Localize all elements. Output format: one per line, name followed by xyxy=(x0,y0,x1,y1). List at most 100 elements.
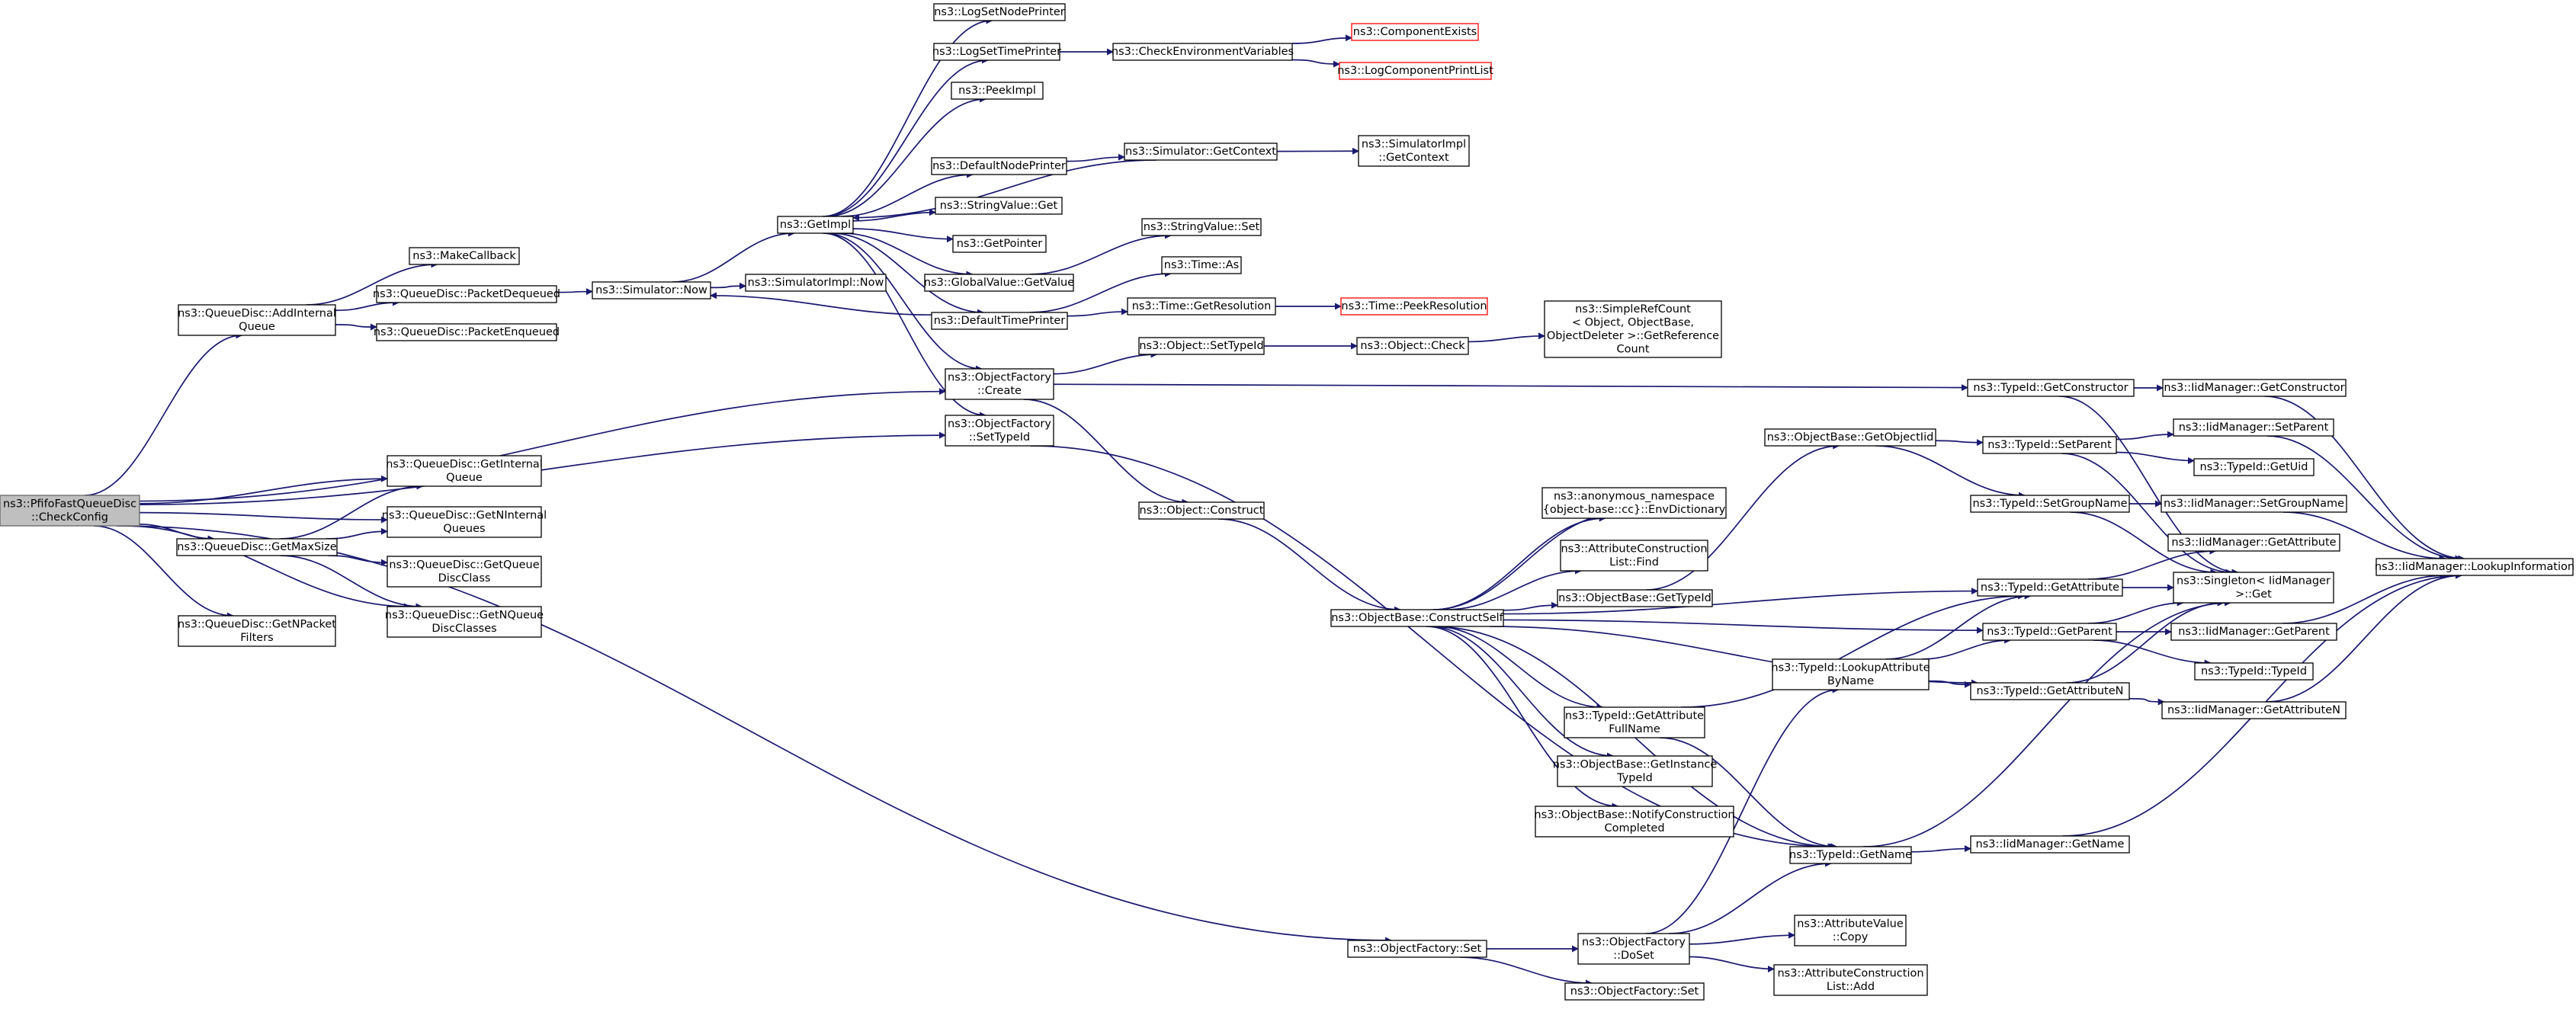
node-label: ByName xyxy=(1827,675,1874,687)
node-logSetNodePrinter[interactable]: ns3::LogSetNodePrinter xyxy=(933,3,1066,21)
node-iidSetGroupName[interactable]: ns3::IidManager::SetGroupName xyxy=(2161,495,2347,513)
call-edge-obConstructSelf-to-getAttrFullName xyxy=(1434,626,1604,711)
node-root[interactable]: ns3::PfifoFastQueueDisc::CheckConfig xyxy=(0,495,140,527)
node-typeIdGetParent[interactable]: ns3::TypeId::GetParent xyxy=(1982,623,2117,641)
node-ofSetTypeId[interactable]: ns3::ObjectFactory::SetTypeId xyxy=(945,415,1054,447)
node-box xyxy=(1124,143,1278,161)
node-stringValueGet[interactable]: ns3::StringValue::Get xyxy=(935,197,1063,215)
node-getMaxSize[interactable]: ns3::QueueDisc::GetMaxSize xyxy=(176,538,338,556)
node-label: ns3::ObjectFactory::Set xyxy=(1353,943,1482,955)
node-attrValueCopy[interactable]: ns3::AttributeValue::Copy xyxy=(1794,915,1907,947)
node-typeIdGetName[interactable]: ns3::TypeId::GetName xyxy=(1789,846,1912,864)
node-label: DiscClass xyxy=(438,572,491,585)
node-iidGetName[interactable]: ns3::IidManager::GetName xyxy=(1970,835,2130,854)
call-edge-typeIdGetParent-to-singletonGet xyxy=(2088,599,2184,624)
node-getPointer[interactable]: ns3::GetPointer xyxy=(952,235,1047,253)
call-edge-lookupAttrByName-to-typeIdGetAttributeN xyxy=(1928,680,1971,688)
node-timeGetResolution[interactable]: ns3::Time::GetResolution xyxy=(1127,297,1276,316)
node-logSetTimePrinter[interactable]: ns3::LogSetTimePrinter xyxy=(932,43,1061,61)
node-box xyxy=(1773,964,1928,996)
node-obGetTypeId[interactable]: ns3::ObjectBase::GetTypeId xyxy=(1557,589,1713,607)
call-edge-checkEnv-to-logComponentPrintList xyxy=(1291,59,1340,68)
node-box xyxy=(1330,609,1504,627)
node-label: List::Add xyxy=(1827,981,1875,993)
node-simNow[interactable]: ns3::Simulator::Now xyxy=(592,281,711,299)
node-box xyxy=(1557,755,1713,787)
node-iidGetAttributeN[interactable]: ns3::IidManager::GetAttributeN xyxy=(2161,701,2347,719)
call-edge-getImpl-to-globalValueGetValue xyxy=(842,232,974,278)
node-objectSetTypeId[interactable]: ns3::Object::SetTypeId xyxy=(1138,337,1265,355)
node-iidGetParent[interactable]: ns3::IidManager::GetParent xyxy=(2170,623,2337,641)
node-checkEnv[interactable]: ns3::CheckEnvironmentVariables xyxy=(1112,43,1294,61)
node-singletonGet[interactable]: ns3::Singleton< IidManager>::Get xyxy=(2173,572,2334,604)
node-stringValueSet[interactable]: ns3::StringValue::Set xyxy=(1141,218,1262,236)
node-objectConstruct[interactable]: ns3::Object::Construct xyxy=(1138,501,1265,520)
node-timeAs[interactable]: ns3::Time::As xyxy=(1161,256,1242,274)
call-edge-ofCreate-to-objectSetTypeId xyxy=(1053,351,1158,375)
node-typeIdTypeId[interactable]: ns3::TypeId::TypeId xyxy=(2194,662,2314,681)
node-ofSet2[interactable]: ns3::ObjectFactory::Set xyxy=(1564,982,1705,1001)
node-ofDoSet[interactable]: ns3::ObjectFactory::DoSet xyxy=(1577,933,1690,965)
node-box xyxy=(1560,540,1708,572)
node-simGetContext[interactable]: ns3::Simulator::GetContext xyxy=(1124,143,1278,161)
node-packetEnqueued[interactable]: ns3::QueueDisc::PacketEnqueued xyxy=(374,323,560,341)
node-label: ns3::ObjectFactory::Set xyxy=(1570,985,1699,998)
call-edge-objectConstruct-to-obConstructSelf xyxy=(1218,518,1401,613)
node-simImplNow[interactable]: ns3::SimulatorImpl::Now xyxy=(745,274,887,292)
call-edge-obConstructSelf-to-acListFind xyxy=(1446,567,1583,610)
node-simpleRefCount[interactable]: ns3::SimpleRefCount< Object, ObjectBase,… xyxy=(1544,300,1722,358)
node-typeIdGetUid[interactable]: ns3::TypeId::GetUid xyxy=(2193,458,2315,476)
node-label: ns3::DefaultTimePrinter xyxy=(934,315,1065,327)
call-edge-typeIdSetParent-to-singletonGet xyxy=(2061,453,2233,576)
node-box xyxy=(933,43,1060,61)
call-edge-typeIdGetName-to-iidGetName xyxy=(1910,845,1971,853)
node-envDictionary[interactable]: ns3::anonymous_namespace{object-base::cc… xyxy=(1541,487,1727,519)
node-iidSetParent[interactable]: ns3::IidManager::SetParent xyxy=(2173,418,2334,437)
node-typeIdGetAttributeN[interactable]: ns3::TypeId::GetAttributeN xyxy=(1970,682,2130,700)
node-label: ns3::Simulator::Now xyxy=(595,284,707,296)
node-ofCreate[interactable]: ns3::ObjectFactory::Create xyxy=(945,368,1054,400)
node-makeCallback[interactable]: ns3::MakeCallback xyxy=(409,247,520,265)
node-label: ns3::IidManager::GetName xyxy=(1976,838,2125,850)
node-iidLookupInformation[interactable]: ns3::IidManager::LookupInformation xyxy=(2375,558,2574,576)
node-packetDequeued[interactable]: ns3::QueueDisc::PacketDequeued xyxy=(373,285,560,303)
node-box xyxy=(1794,915,1907,947)
node-defaultNodePrinter[interactable]: ns3::DefaultNodePrinter xyxy=(931,157,1067,175)
node-logComponentPrintList[interactable]: ns3::LogComponentPrintList xyxy=(1337,62,1493,80)
node-label: ns3::ObjectFactory xyxy=(948,371,1051,383)
node-componentExists[interactable]: ns3::ComponentExists xyxy=(1351,23,1479,41)
node-label: ns3::SimulatorImpl::Now xyxy=(748,277,884,289)
node-peekImpl[interactable]: ns3::PeekImpl xyxy=(951,82,1044,100)
node-ofSet[interactable]: ns3::ObjectFactory::Set xyxy=(1347,940,1487,958)
node-getImpl[interactable]: ns3::GetImpl xyxy=(777,216,854,234)
node-box xyxy=(1564,982,1705,1001)
node-defaultTimePrinter[interactable]: ns3::DefaultTimePrinter xyxy=(931,312,1068,330)
call-edge-simGetContext-to-getImpl xyxy=(852,159,1157,222)
node-iidGetAttribute[interactable]: ns3::IidManager::GetAttribute xyxy=(2167,533,2340,552)
node-typeIdSetGroupName[interactable]: ns3::TypeId::SetGroupName xyxy=(1970,495,2130,513)
node-simImplGetContext[interactable]: ns3::SimulatorImpl::GetContext xyxy=(1358,135,1470,167)
node-obGetObjectIid[interactable]: ns3::ObjectBase::GetObjectIid xyxy=(1764,428,1936,447)
node-iidGetConstructor[interactable]: ns3::IidManager::GetConstructor xyxy=(2162,379,2347,397)
node-obConstructSelf[interactable]: ns3::ObjectBase::ConstructSelf xyxy=(1330,609,1504,627)
node-typeIdGetAttribute[interactable]: ns3::TypeId::GetAttribute xyxy=(1977,578,2123,597)
node-objectCheck[interactable]: ns3::Object::Check xyxy=(1356,337,1469,355)
node-box xyxy=(376,323,557,341)
node-typeIdSetParent[interactable]: ns3::TypeId::SetParent xyxy=(1982,436,2117,454)
node-typeIdGetConstructor[interactable]: ns3::TypeId::GetConstructor xyxy=(1967,379,2135,397)
node-label: ns3::QueueDisc::GetNPacket xyxy=(178,618,336,630)
node-globalValueGetValue[interactable]: ns3::GlobalValue::GetValue xyxy=(924,274,1074,292)
node-obNotifyConstruction[interactable]: ns3::ObjectBase::NotifyConstructionCompl… xyxy=(1534,806,1735,838)
node-timePeekResolution[interactable]: ns3::Time::PeekResolution xyxy=(1340,297,1488,316)
